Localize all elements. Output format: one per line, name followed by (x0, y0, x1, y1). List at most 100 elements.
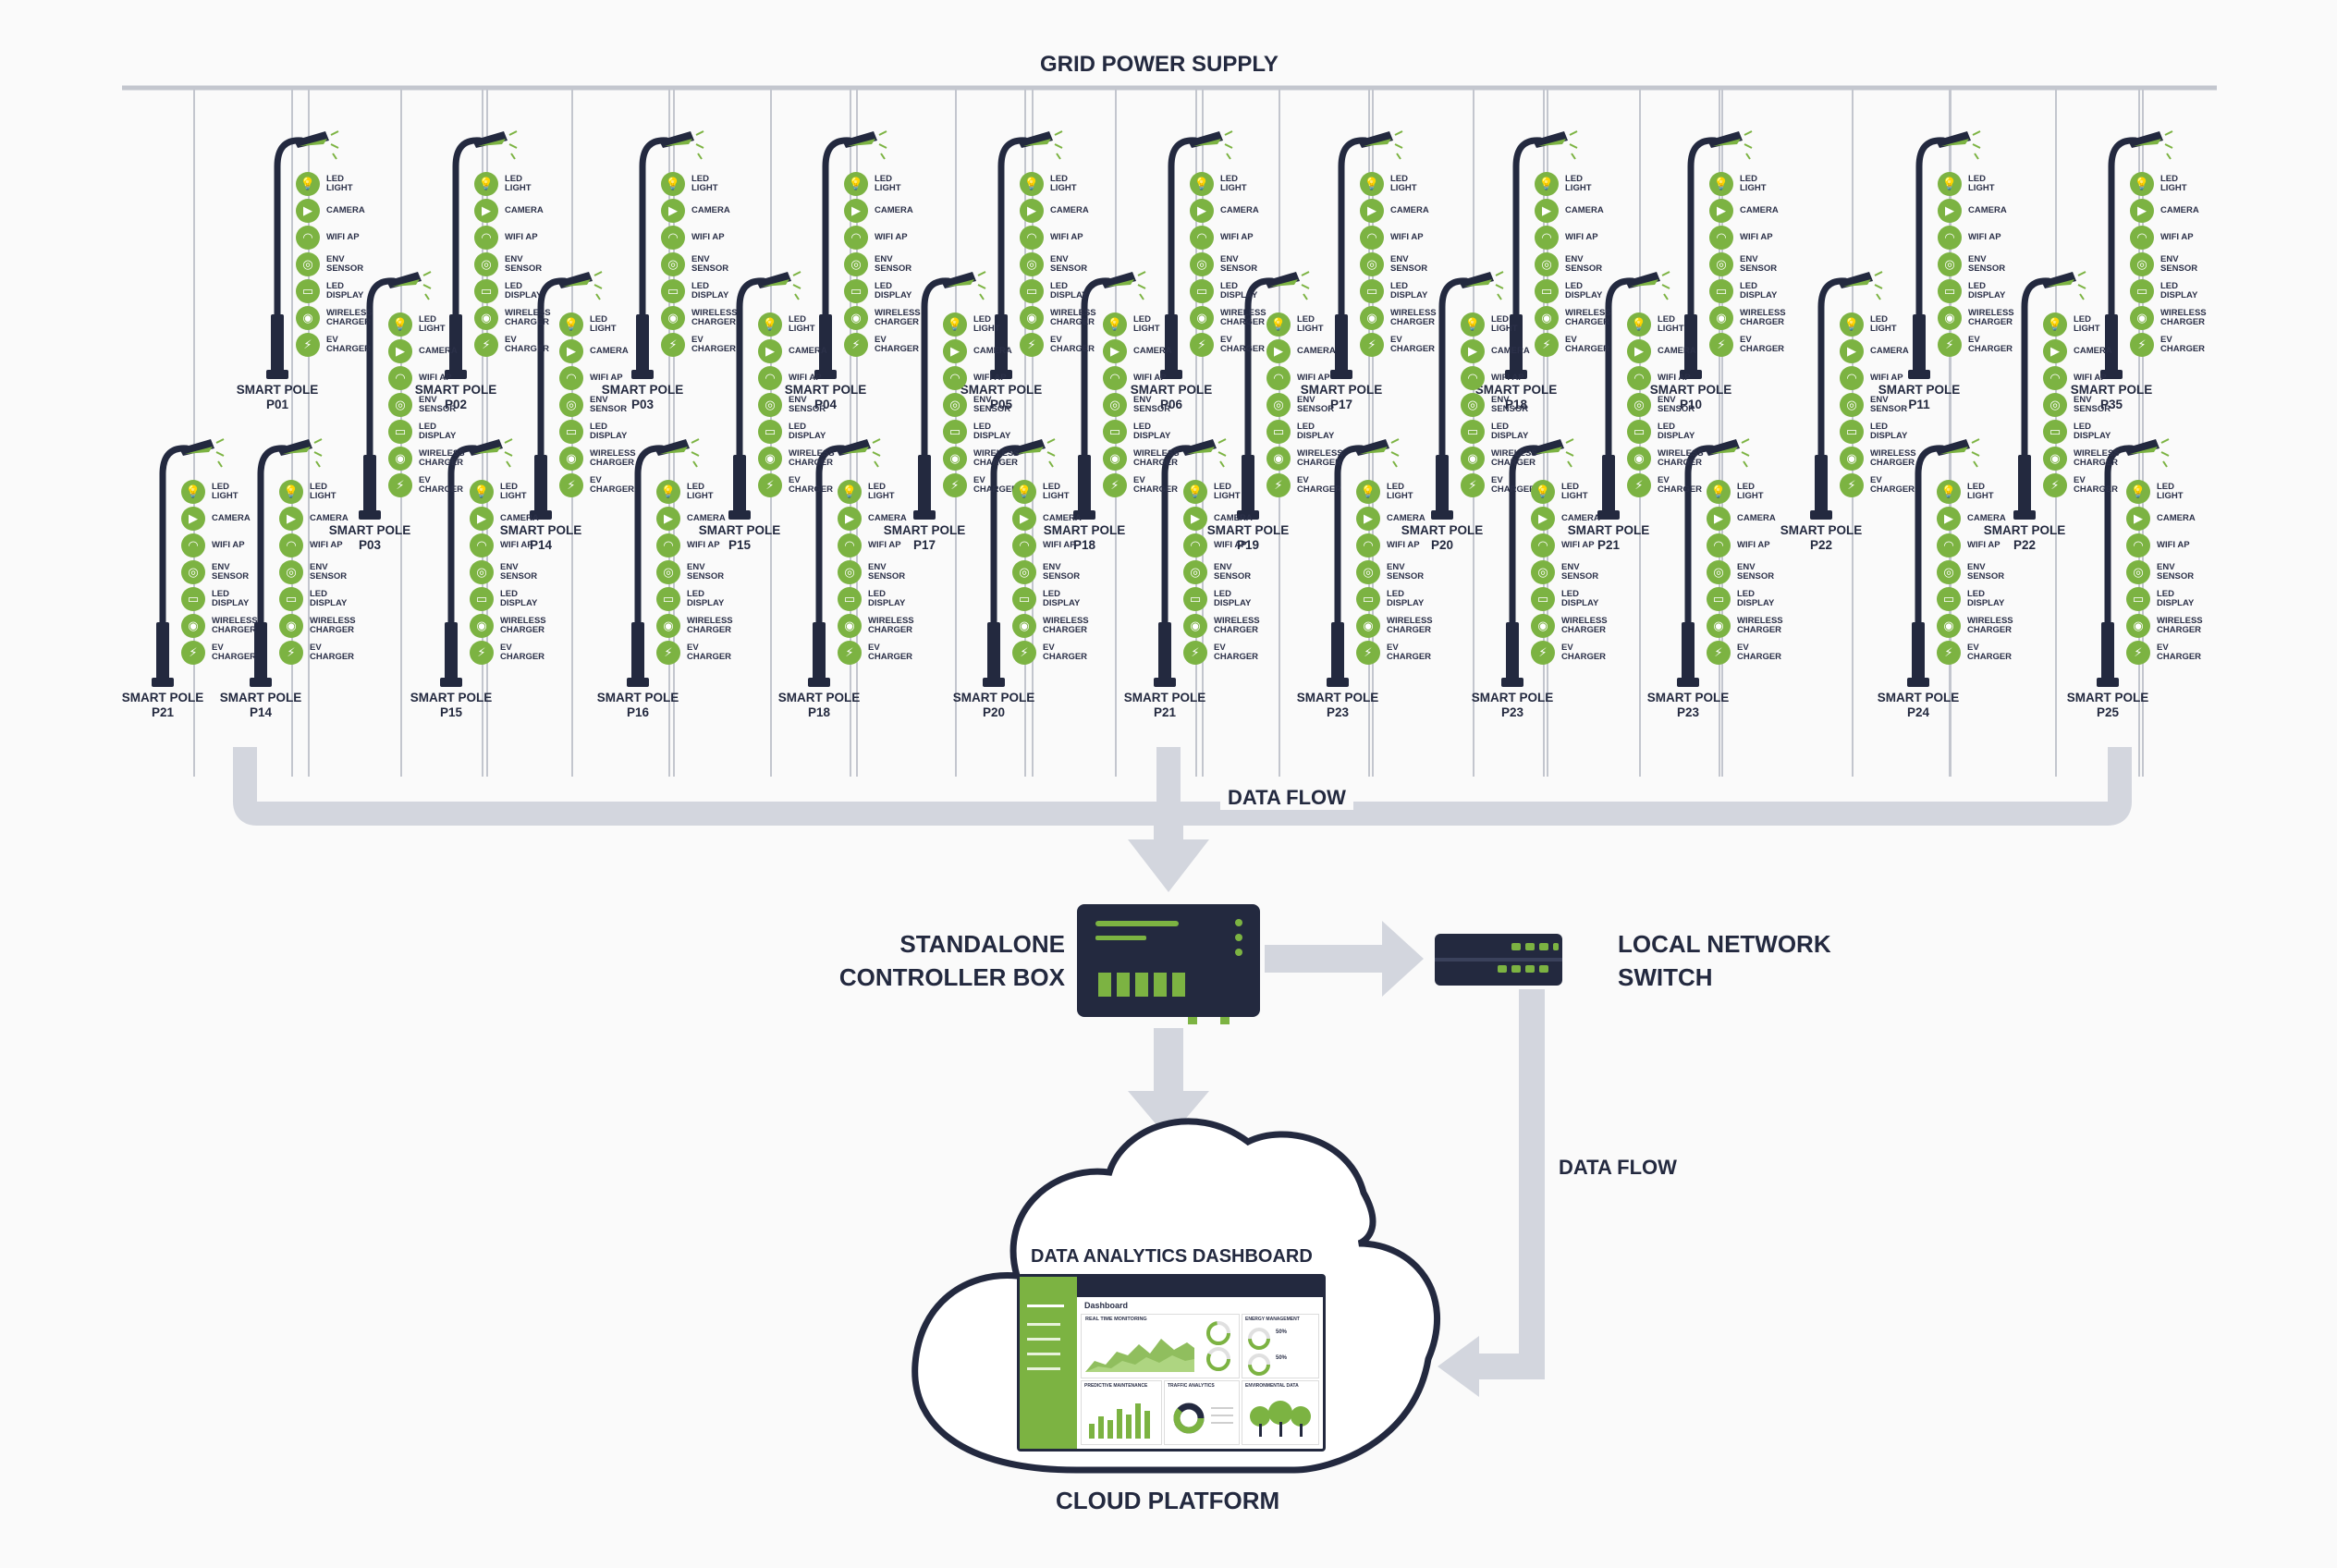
display-icon: ▭ (1707, 587, 1731, 611)
wifi-icon: ◠ (559, 366, 583, 390)
panel-realtime: REAL TIME MONITORING (1081, 1314, 1240, 1378)
pole-feature-label: LED LIGHT (868, 482, 895, 501)
wifi-icon: ◠ (1020, 226, 1044, 250)
wifi-icon: ◠ (2126, 533, 2150, 557)
camera-icon: ▶ (2126, 507, 2150, 531)
smart-pole-label-line2: P14 (529, 538, 553, 552)
pole-feature: ⚡EV CHARGER (1707, 641, 1793, 665)
smart-pole-label-line1: SMART POLE (1877, 691, 1960, 704)
smart-pole-graphic (1597, 271, 1670, 520)
display-icon: ▭ (943, 420, 967, 444)
camera-icon: ▶ (1531, 507, 1555, 531)
camera-icon: ▶ (474, 199, 498, 223)
pole-feature: ▶CAMERA (1840, 339, 1926, 363)
ev-charger-icon: ⚡ (1356, 641, 1380, 665)
pole-feature-label: CAMERA (326, 205, 365, 215)
ev-charger-icon: ⚡ (1020, 333, 1044, 357)
pole-feature-label: ENV SENSOR (2074, 395, 2111, 414)
pole-feature-label: LED DISPLAY (310, 589, 348, 608)
pole-feature: 💡LED LIGHT (1356, 480, 1442, 504)
sensor-icon: ◎ (1103, 393, 1127, 417)
pole-feature: ▭LED DISPLAY (470, 587, 556, 611)
ev-charger-icon: ⚡ (1190, 333, 1214, 357)
pole-feature: ◠WIFI AP (838, 533, 924, 557)
pole-feature: ◉WIRELESS CHARGER (2043, 447, 2129, 471)
pole-feature-label: ENV SENSOR (590, 395, 628, 414)
pole-feature: ◠WIFI AP (758, 366, 844, 390)
pole-feature-label: ENV SENSOR (687, 562, 725, 582)
realtime-gauges (1206, 1321, 1230, 1371)
smart-pole-label-line1: SMART POLE (499, 523, 582, 537)
pole-feature: ◎ENV SENSOR (1356, 560, 1442, 584)
smart-pole-label-line2: P23 (1676, 705, 1700, 719)
smart-pole-graphic (1908, 130, 1981, 379)
pole-feature-label: WIRELESS CHARGER (973, 448, 1020, 468)
pole-feature: ▶CAMERA (656, 507, 742, 531)
pole-feature: ⚡EV CHARGER (1020, 333, 1106, 357)
pole-feature-label: WIFI AP (1968, 232, 2001, 242)
ev-charger-icon: ⚡ (181, 641, 205, 665)
arrow-head-to-controller (1128, 839, 1209, 892)
pole-feature-label: WIRELESS CHARGER (875, 308, 921, 327)
pole-feature-label: CAMERA (1561, 513, 1600, 523)
pole-feature-label: CAMERA (212, 513, 251, 523)
dashboard-topbar (1077, 1277, 1323, 1297)
wifi-icon: ◠ (470, 533, 494, 557)
smart-pole-label-line2: P22 (2013, 538, 2037, 552)
panel-realtime-title: REAL TIME MONITORING (1085, 1317, 1147, 1322)
wireless-charger-icon: ◉ (1266, 447, 1291, 471)
pole-feature: ▭LED DISPLAY (656, 587, 742, 611)
smart-pole-graphic (627, 438, 700, 687)
pole-feature-label: CAMERA (590, 346, 629, 356)
wifi-icon: ◠ (656, 533, 680, 557)
dashboard-sidebar (1020, 1277, 1077, 1449)
pole-feature: ▶CAMERA (1709, 199, 1795, 223)
pole-feature-label: WIFI AP (1214, 540, 1247, 550)
pole-feature-label: WIFI AP (590, 373, 623, 383)
ev-charger-icon: ⚡ (559, 473, 583, 497)
pole-feature-label: EV CHARGER (2074, 475, 2119, 495)
ev-charger-icon: ⚡ (474, 333, 498, 357)
smart-pole-label-line1: SMART POLE (1878, 383, 1961, 397)
pole-feature-label: WIRELESS CHARGER (1214, 616, 1260, 635)
pole-feature-label: LED LIGHT (1565, 174, 1592, 193)
dashboard-screen: Dashboard REAL TIME MONITORING ENERGY MA… (1017, 1274, 1326, 1452)
sensor-icon: ◎ (1938, 252, 1962, 276)
pole-feature-label: WIFI AP (2074, 373, 2107, 383)
pole-feature: ◉WIRELESS CHARGER (1840, 447, 1926, 471)
pole-feature-label: WIRELESS CHARGER (1043, 616, 1089, 635)
pole-feature: ◎ENV SENSOR (1360, 252, 1446, 276)
pole-feature-label: ENV SENSOR (1740, 254, 1778, 274)
pole-feature: ⚡EV CHARGER (474, 333, 560, 357)
wireless-charger-icon: ◉ (279, 614, 303, 638)
wireless-charger-icon: ◉ (1709, 306, 1733, 330)
pole-feature: 💡LED LIGHT (1360, 172, 1446, 196)
smart-pole-graphic (440, 438, 513, 687)
pole-feature-label: EV CHARGER (1214, 643, 1259, 662)
pole-feature-label: EV CHARGER (1043, 643, 1088, 662)
pole-feature-label: LED LIGHT (1387, 482, 1413, 501)
pole-feature: ◠WIFI AP (1627, 366, 1713, 390)
pole-feature: ⚡EV CHARGER (1840, 473, 1926, 497)
pole-feature: ◎ENV SENSOR (2126, 560, 2212, 584)
ev-charger-icon: ⚡ (1360, 333, 1384, 357)
pole-feature-label: WIFI AP (212, 540, 245, 550)
pole-feature-label: WIRELESS CHARGER (326, 308, 373, 327)
camera-icon: ▶ (1020, 199, 1044, 223)
pole-feature: ▶CAMERA (1012, 507, 1098, 531)
pole-feature: ◉WIRELESS CHARGER (2126, 614, 2212, 638)
sensor-icon: ◎ (279, 560, 303, 584)
pole-feature: ▭LED DISPLAY (2126, 587, 2212, 611)
wifi-icon: ◠ (1840, 366, 1864, 390)
pole-feature-label: WIFI AP (1133, 373, 1167, 383)
pole-feature-label: LED LIGHT (691, 174, 718, 193)
pole-feature: ◎ENV SENSOR (1938, 252, 2024, 276)
smart-pole-label-line1: SMART POLE (1130, 383, 1213, 397)
pole-feature-label: WIFI AP (1220, 232, 1254, 242)
pole-feature: ▶CAMERA (296, 199, 382, 223)
sensor-icon: ◎ (943, 393, 967, 417)
